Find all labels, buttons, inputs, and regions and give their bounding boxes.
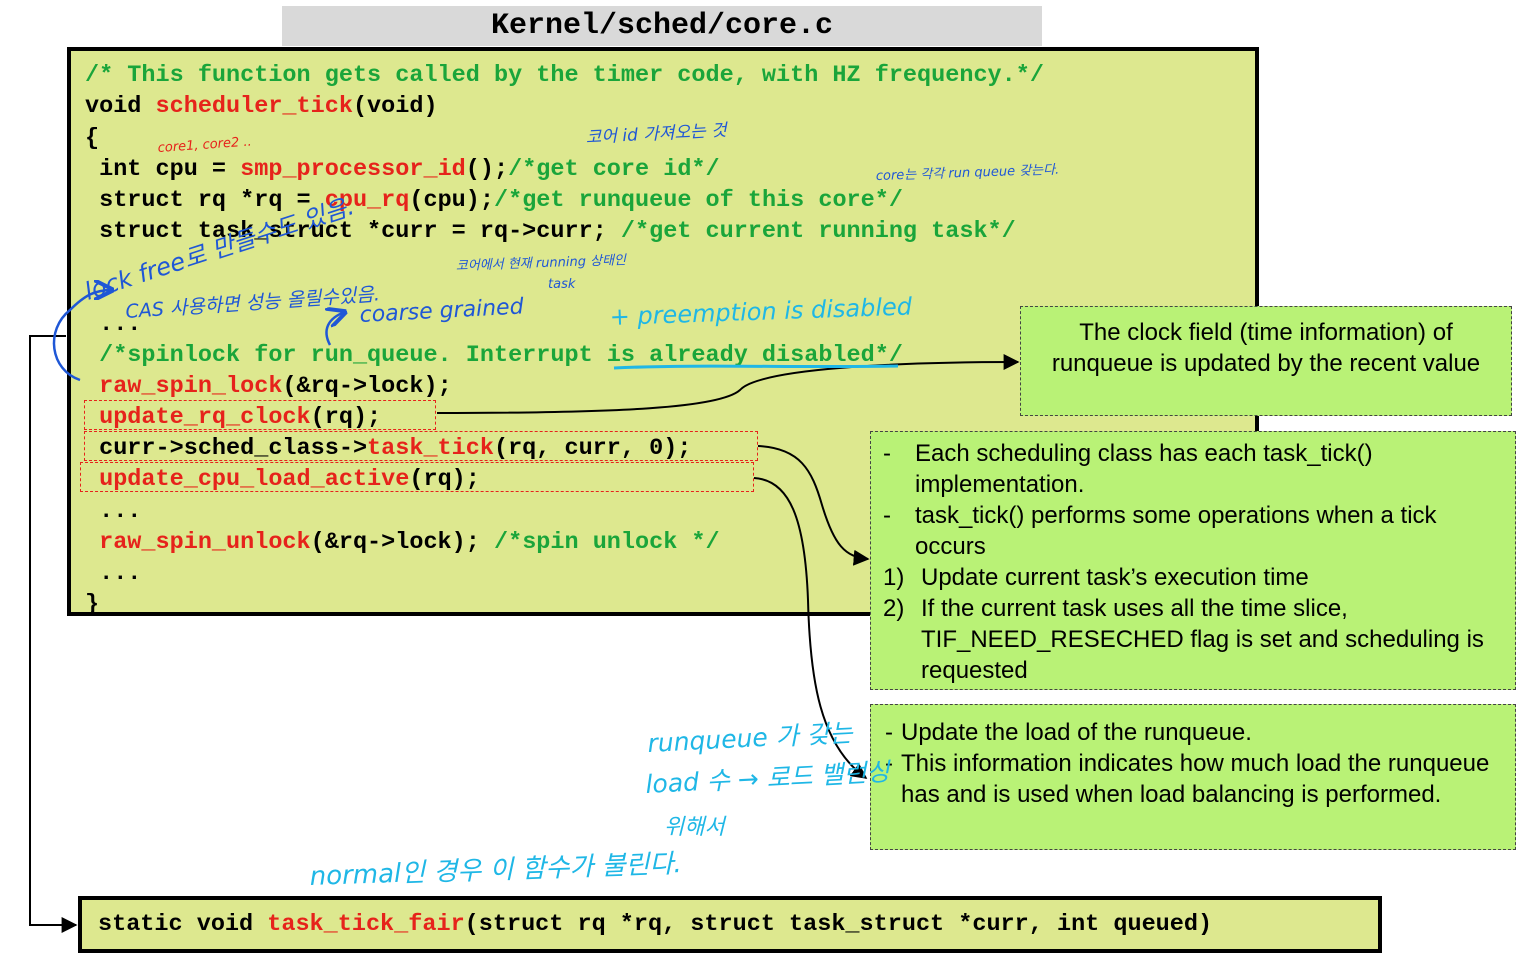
note-text: Update current task’s execution time bbox=[921, 564, 1309, 591]
code-line-5: struct rq *rq = cpu_rq(cpu);/*get runque… bbox=[85, 186, 903, 216]
code-text: { bbox=[85, 125, 100, 152]
code-line-16: } bbox=[85, 590, 99, 620]
code-line-4: int cpu = smp_processor_id();/*get core … bbox=[85, 155, 720, 185]
update-cpu-load-highlight bbox=[80, 462, 754, 492]
task-tick-highlight bbox=[84, 431, 758, 461]
number-marker: 1) bbox=[883, 564, 905, 591]
note-text: This information indicates how much load… bbox=[901, 750, 1490, 808]
code-text: struct task_struct *curr = rq->curr; bbox=[85, 218, 621, 245]
note-item: -This information indicates how much loa… bbox=[885, 748, 1505, 810]
bullet-marker: - bbox=[883, 440, 891, 467]
function-name: smp_processor_id bbox=[240, 156, 466, 183]
code-line-12: update_cpu_load_active(rq); bbox=[85, 465, 480, 495]
task-tick-fair-signature: static void task_tick_fair(struct rq *rq… bbox=[78, 896, 1382, 953]
code-line-3: { bbox=[85, 124, 99, 154]
handwritten-runqueue-load-2: load 수 → 로드 밸런싱 bbox=[645, 757, 892, 799]
code-text: struct rq *rq = bbox=[85, 187, 325, 214]
function-name: task_tick bbox=[367, 435, 494, 462]
note-text: task_tick() performs some operations whe… bbox=[915, 502, 1437, 560]
code-text: void bbox=[85, 93, 156, 120]
code-text: int cpu = bbox=[85, 156, 241, 183]
clock-update-note: The clock field (time information) of ru… bbox=[1020, 306, 1512, 416]
code-line-7: ... bbox=[85, 310, 141, 340]
note-item: -Each scheduling class has each task_tic… bbox=[883, 438, 1505, 500]
bullet-marker: - bbox=[885, 750, 893, 777]
code-line-10: update_rq_clock(rq); bbox=[85, 403, 381, 433]
code-line-11: curr->sched_class->task_tick(rq, curr, 0… bbox=[85, 434, 691, 464]
note-text: Update the load of the runqueue. bbox=[901, 719, 1252, 746]
code-text: (cpu); bbox=[409, 187, 494, 214]
code-text: } bbox=[85, 591, 100, 618]
note-item: -task_tick() performs some operations wh… bbox=[883, 500, 1505, 562]
note-item: 2) If the current task uses all the time … bbox=[883, 593, 1505, 686]
code-line-14: raw_spin_unlock(&rq->lock); /*spin unloc… bbox=[85, 528, 720, 558]
code-text: (rq); bbox=[409, 466, 480, 493]
code-line-9: raw_spin_lock(&rq->lock); bbox=[85, 372, 452, 402]
code-text: (rq, curr, 0); bbox=[493, 435, 692, 462]
code-comment: /*get core id*/ bbox=[508, 156, 720, 183]
file-title: Kernel/sched/core.c bbox=[282, 6, 1042, 46]
code-text: static void bbox=[98, 911, 268, 938]
note-item: 1) Update current task’s execution time bbox=[883, 562, 1505, 593]
function-name: cpu_rq bbox=[324, 187, 410, 214]
task-tick-note: -Each scheduling class has each task_tic… bbox=[870, 431, 1516, 690]
code-text: ... bbox=[85, 498, 142, 525]
code-text: curr->sched_class-> bbox=[85, 435, 368, 462]
code-line-1: /* This function gets called by the time… bbox=[85, 61, 1044, 91]
update-rq-clock-highlight bbox=[84, 400, 436, 430]
code-comment: /*get current running task*/ bbox=[620, 218, 1016, 245]
note-text: Each scheduling class has each task_tick… bbox=[915, 440, 1373, 498]
code-text: ... bbox=[85, 311, 142, 338]
function-name: update_rq_clock bbox=[85, 404, 311, 431]
bullet-marker: - bbox=[885, 719, 893, 746]
cpu-load-note: -Update the load of the runqueue. -This … bbox=[870, 704, 1516, 850]
function-name: raw_spin_unlock bbox=[85, 529, 311, 556]
code-line-15: ... bbox=[85, 559, 141, 589]
function-name: task_tick_fair bbox=[267, 911, 465, 938]
code-comment: /*spinlock for run_queue. Interrupt is a… bbox=[85, 342, 903, 369]
code-comment: /*spin unlock */ bbox=[493, 529, 720, 556]
function-name: scheduler_tick bbox=[155, 93, 353, 120]
code-text: (&rq->lock); bbox=[310, 529, 494, 556]
note-item: -Update the load of the runqueue. bbox=[885, 717, 1505, 748]
code-line-2: void scheduler_tick(void) bbox=[85, 92, 438, 122]
code-line-13: ... bbox=[85, 497, 141, 527]
code-text: (); bbox=[465, 156, 509, 183]
code-text: ... bbox=[85, 560, 142, 587]
number-marker: 2) bbox=[883, 595, 905, 622]
note-text: If the current task uses all the time sl… bbox=[921, 595, 1484, 684]
code-text: (&rq->lock); bbox=[282, 373, 452, 400]
function-name: raw_spin_lock bbox=[85, 373, 283, 400]
bullet-marker: - bbox=[883, 502, 891, 529]
handwritten-normal: normal인 경우 이 함수가 불린다. bbox=[309, 849, 682, 892]
handwritten-runqueue-load-1: runqueue 가 갖는 bbox=[647, 718, 855, 758]
code-text: (rq); bbox=[310, 404, 382, 431]
code-comment: /*get runqueue of this core*/ bbox=[494, 187, 903, 214]
code-comment: /* This function gets called by the time… bbox=[85, 62, 1044, 89]
code-line-8: /*spinlock for run_queue. Interrupt is a… bbox=[85, 341, 903, 371]
code-line-6: struct task_struct *curr = rq->curr; /*g… bbox=[85, 217, 1016, 247]
handwritten-runqueue-load-3: 위해서 bbox=[664, 815, 727, 840]
function-name: update_cpu_load_active bbox=[85, 466, 410, 493]
code-text: (void) bbox=[352, 93, 438, 120]
code-text: (struct rq *rq, struct task_struct *curr… bbox=[464, 911, 1213, 938]
